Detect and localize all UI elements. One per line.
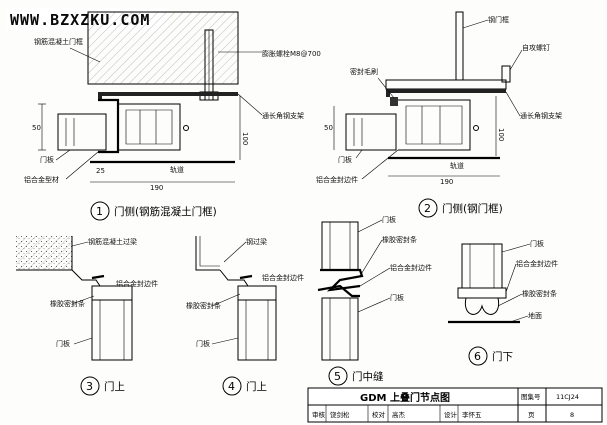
label-rubber-seal: 橡胶密封条 [50,299,85,308]
label-door-panel: 门板 [40,155,54,164]
svg-text:图集号: 图集号 [521,392,541,401]
door-panel [345,113,397,151]
label-aluminum-trim: 铝合金封边件 [516,259,558,268]
svg-text:190: 190 [440,178,453,186]
door-panel [461,243,503,289]
svg-text:高杰: 高杰 [392,410,406,419]
label-door-panel-upper: 门板 [382,215,396,224]
aluminum-profile [98,98,120,154]
label-angle-bracket: 通长角钢支架 [262,111,304,120]
svg-text:100: 100 [497,128,505,141]
label-rubber-seal: 橡胶密封条 [186,301,221,310]
svg-text:轨道: 轨道 [170,165,184,174]
label-brush-seal: 密封毛刷 [350,67,378,76]
caption-detail-2: 门侧(钢门框) [442,202,503,215]
label-ground: 地面 [528,311,542,320]
label-rubber-seal: 橡胶密封条 [522,289,557,298]
caption-detail-4: 门上 [246,380,267,393]
label-door-panel: 门板 [530,239,544,248]
caption-detail-5: 门中缝 [352,370,384,383]
caption-detail-6: 门下 [492,350,513,363]
aluminum-trim [91,285,133,301]
svg-text:6: 6 [474,350,481,363]
svg-text:页: 页 [528,411,535,419]
label-door-panel-lower: 门板 [390,293,404,302]
page-number: 8 [570,411,574,419]
detail-4-door-top-steel: 钢过梁 铝合金封边件 橡胶密封条 门板 4 门上 [186,236,304,396]
svg-text:校对: 校对 [372,410,386,419]
svg-text:李怀五: 李怀五 [462,410,482,419]
label-aluminum-trim: 铝合金封边件 [262,273,304,282]
aluminum-trim [320,268,364,292]
detail-3-door-top-concrete: 钢筋混凝土过梁 铝合金封边件 橡胶密封条 门板 3 门上 [16,236,158,396]
svg-text:50: 50 [32,124,41,132]
svg-text:5: 5 [334,370,341,383]
svg-text:25: 25 [96,167,105,175]
caption-detail-3: 门上 [104,380,125,393]
label-rubber-seal: 橡胶密封条 [382,235,417,244]
angle-bracket [386,89,506,97]
svg-text:2: 2 [424,202,431,215]
detail-2-door-side-steel: 50 100 190 轨道 钢门框 自攻螺钉 密封毛刷 通长角钢支架 门板 铝合… [316,11,562,218]
aluminum-trim [457,287,507,299]
door-panel [57,113,107,151]
label-aluminum-profile: 铝合金型材 [24,175,59,184]
label-door-panel: 门板 [56,339,70,348]
door-panel-lower [321,297,359,361]
svg-text:轨道: 轨道 [450,161,464,170]
label-aluminum-trim: 铝合金封边件 [316,175,358,184]
svg-text:190: 190 [150,184,163,192]
svg-text:1: 1 [96,205,103,218]
drawing-title: GDM 上叠门节点图 [360,391,450,404]
detail-1-door-side-concrete: 50 100 25 190 轨道 钢筋混凝土门框 膨胀螺栓M8@700 通长角钢… [24,11,321,221]
svg-text:100: 100 [241,132,249,145]
brush-seal [390,97,398,106]
atlas-number: 11CJ24 [556,393,579,401]
label-door-panel: 门板 [338,155,352,164]
label-concrete-frame: 钢筋混凝土门框 [34,37,83,46]
detail-6-door-bottom: 门板 铝合金封边件 橡胶密封条 地面 6 门下 [448,239,558,366]
label-door-panel: 门板 [196,339,210,348]
caption-detail-1: 门侧(钢筋混凝土门框) [114,205,217,218]
detail-5-door-middle-joint: 门板 橡胶密封条 铝合金封边件 门板 5 门中缝 [317,215,432,386]
label-angle-bracket: 通长角钢支架 [520,111,562,120]
door-panel-upper [321,221,359,271]
angle-bracket [98,92,238,100]
self-tapping-screw [501,65,511,83]
door-panel [237,299,277,361]
label-concrete-lintel: 钢筋混凝土过梁 [88,237,137,246]
label-steel-lintel: 钢过梁 [246,237,267,246]
rubber-seal [464,297,500,315]
svg-text:审核: 审核 [312,410,326,419]
svg-text:4: 4 [228,380,235,393]
aluminum-trim [237,285,277,301]
title-block: GDM 上叠门节点图 图集号 11CJ24 审核 饶剑松 校对 高杰 设计 李怀… [307,387,603,423]
door-panel [91,299,133,361]
svg-text:50: 50 [324,124,333,132]
label-self-tapping-screw: 自攻螺钉 [522,43,550,52]
steel-frame [455,11,464,81]
label-steel-frame: 钢门框 [488,15,509,24]
steel-lintel [195,236,220,271]
label-aluminum-trim: 铝合金封边件 [116,279,158,288]
label-aluminum-trim: 铝合金封边件 [390,263,432,272]
svg-text:3: 3 [86,380,93,393]
svg-text:饶剑松: 饶剑松 [330,410,350,419]
svg-text:设计: 设计 [444,410,458,419]
label-expansion-bolt: 膨胀螺栓M8@700 [262,49,321,58]
